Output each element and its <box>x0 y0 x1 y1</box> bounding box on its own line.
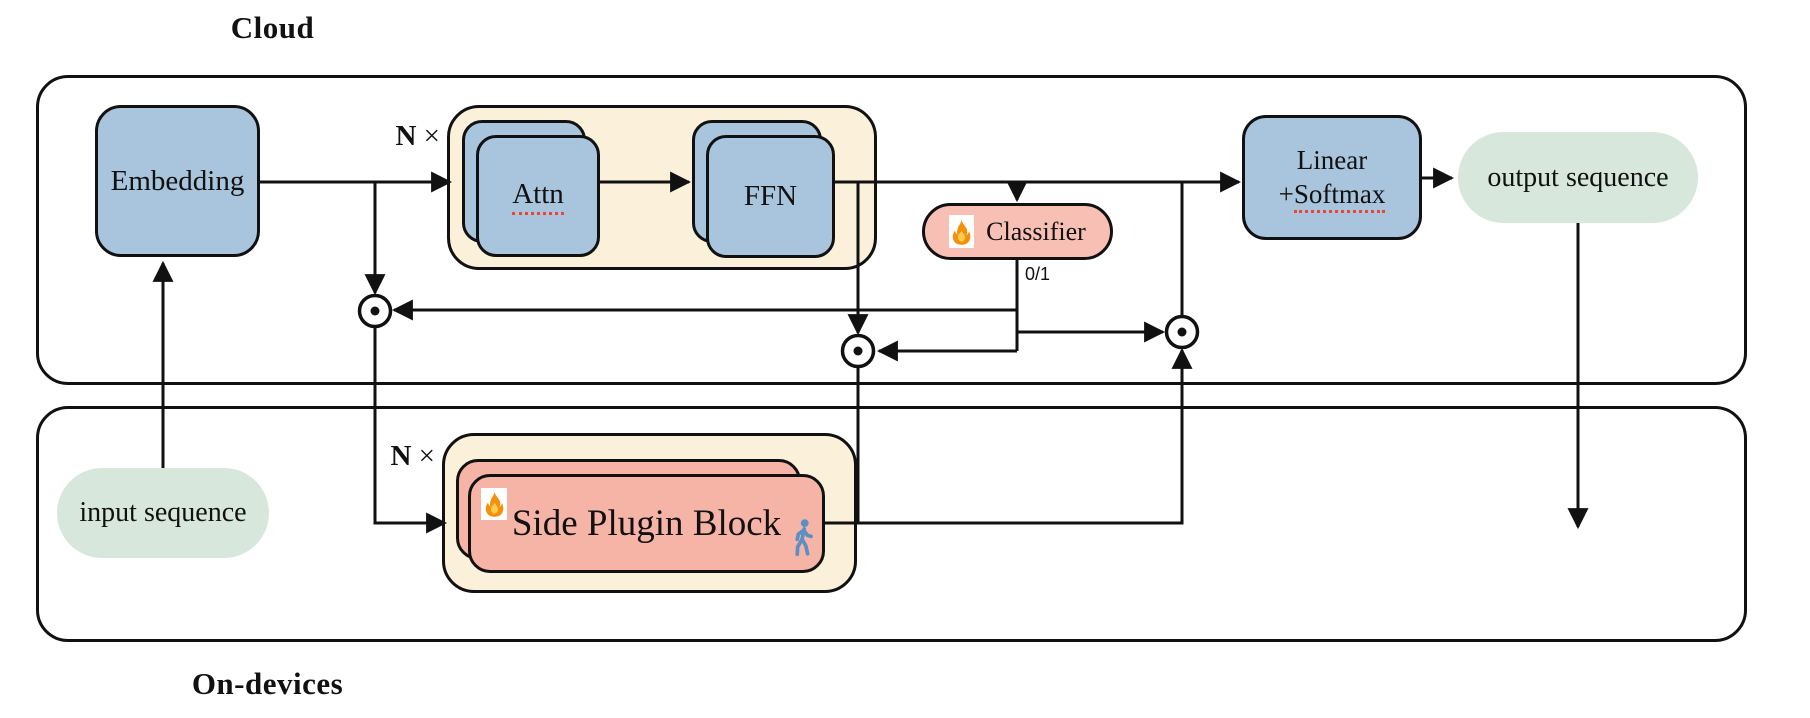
repeat-count-devices: N × <box>390 440 435 472</box>
classifier-label: Classifier <box>986 216 1086 246</box>
on-devices-region-label: On-devices <box>191 666 344 701</box>
ffn-label: FFN <box>743 180 798 212</box>
on-devices-region-box <box>36 406 1747 642</box>
ffn-block: FFN <box>706 135 835 258</box>
attn-label: Attn <box>512 178 564 215</box>
linear-softmax-label: Linear +Softmax <box>1279 144 1386 213</box>
fire-icon <box>949 215 975 248</box>
side-plugin-label: Side Plugin Block <box>511 503 782 544</box>
output-sequence-label: output sequence <box>1487 161 1669 193</box>
input-sequence-pill: input sequence <box>57 468 269 558</box>
output-sequence-pill: output sequence <box>1458 132 1698 223</box>
cloud-region-label: Cloud <box>230 10 315 45</box>
embedding-label: Embedding <box>110 164 245 197</box>
walking-person-icon <box>788 515 818 564</box>
attn-block: Attn <box>476 135 600 257</box>
input-sequence-label: input sequence <box>79 497 247 528</box>
side-plugin-block: Side Plugin Block <box>468 474 825 573</box>
classifier-gate-label: 0/1 <box>1025 264 1051 284</box>
fire-icon <box>481 488 507 520</box>
cloud-region-box <box>36 75 1747 385</box>
classifier-block: Classifier <box>922 203 1113 260</box>
linear-softmax-block: Linear +Softmax <box>1242 115 1422 240</box>
repeat-count-cloud: N × <box>395 120 440 152</box>
embedding-block: Embedding <box>95 105 260 257</box>
